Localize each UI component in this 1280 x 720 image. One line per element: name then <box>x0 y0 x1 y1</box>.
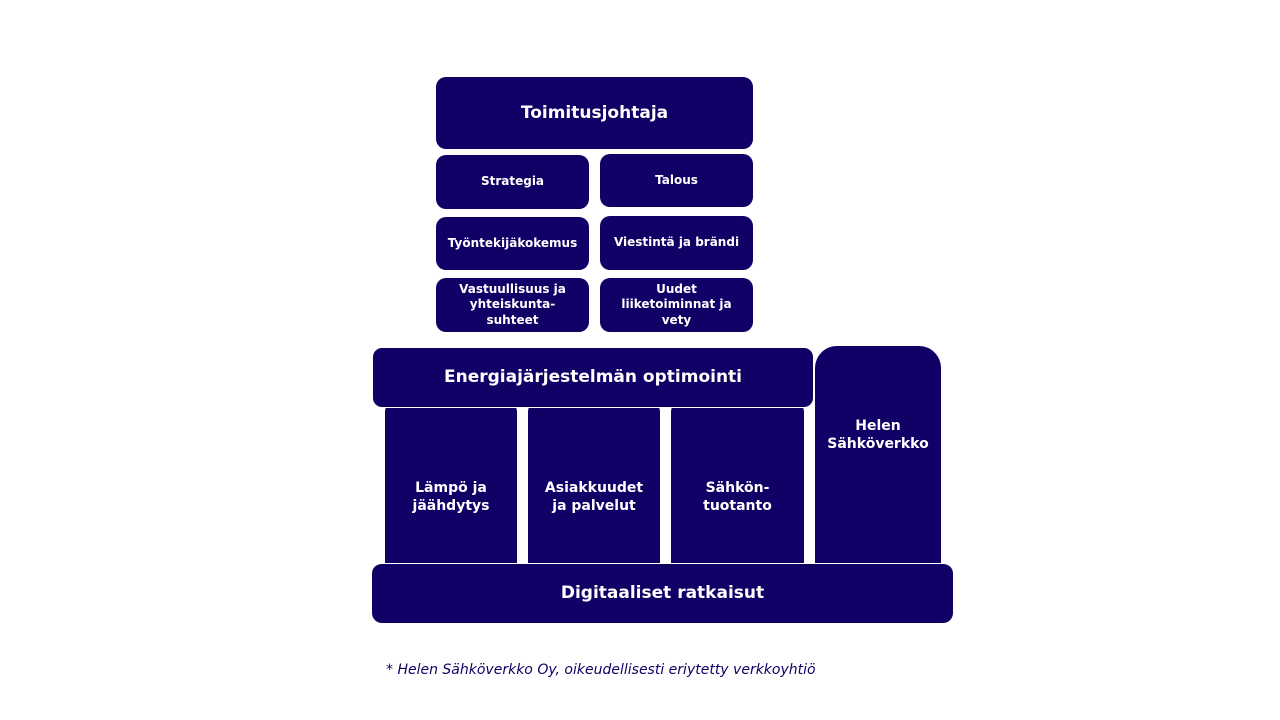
optimization-label: Energiajärjestelmän optimointi <box>443 367 743 388</box>
unit-label: Lämpö ja jäähdytys <box>412 479 490 514</box>
staff-label: Viestintä ja brändi <box>613 235 740 250</box>
unit-box-electricity-production: Sähkön-tuotanto <box>671 400 804 564</box>
optimization-box: Energiajärjestelmän optimointi <box>372 347 814 408</box>
ceo-box: Toimitusjohtaja <box>436 77 753 149</box>
staff-label: Työntekijäkokemus <box>447 235 578 250</box>
unit-box-customers-services: Asiakkuudet ja palvelut <box>528 400 660 564</box>
staff-box-communications: Viestintä ja brändi <box>600 216 753 270</box>
unit-label: Sähkön-tuotanto <box>703 479 772 514</box>
digital-box: Digitaaliset ratkaisut <box>372 563 953 623</box>
unit-label: Asiakkuudet ja palvelut <box>544 479 644 514</box>
digital-label: Digitaaliset ratkaisut <box>560 583 765 604</box>
network-label: Helen Sähköverkko <box>827 417 929 452</box>
staff-box-responsibility: Vastuullisuus ja yhteiskunta-suhteet <box>436 278 589 332</box>
staff-box-strategy: Strategia <box>436 155 589 209</box>
staff-box-finance: Talous <box>600 154 753 207</box>
staff-label: Strategia <box>480 174 545 189</box>
network-box: Helen Sähköverkko <box>815 346 941 564</box>
unit-box-heating-cooling: Lämpö ja jäähdytys <box>385 400 517 564</box>
footnote: * Helen Sähköverkko Oy, oikeudellisesti … <box>386 662 816 678</box>
staff-label: Uudet liiketoiminnat ja vety <box>621 281 732 327</box>
staff-label: Talous <box>655 172 698 187</box>
staff-label: Vastuullisuus ja yhteiskunta-suhteet <box>459 281 566 327</box>
staff-box-employee-experience: Työntekijäkokemus <box>436 217 589 270</box>
staff-box-new-business: Uudet liiketoiminnat ja vety <box>600 278 753 332</box>
ceo-label: Toimitusjohtaja <box>520 102 669 123</box>
